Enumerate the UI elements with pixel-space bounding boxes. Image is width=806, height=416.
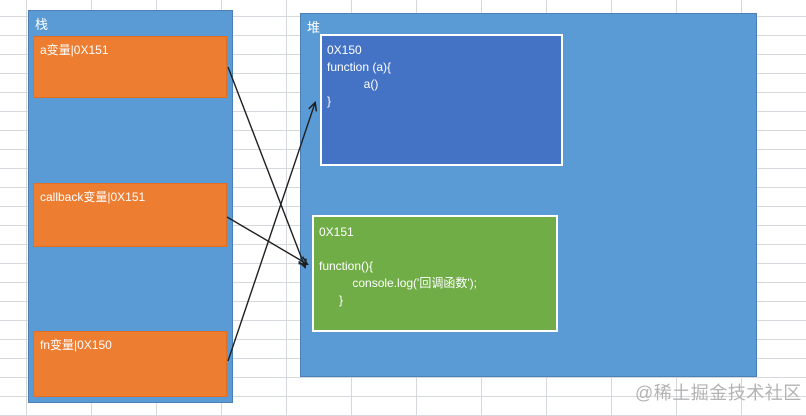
code-line: }	[327, 94, 332, 108]
stack-item-label: callback变量|0X151	[40, 190, 146, 204]
code-line: function (a){	[327, 60, 392, 74]
heap-object-0x150: 0X150 function (a){ a() }	[320, 34, 563, 166]
code-line-address: 0X151	[319, 225, 354, 239]
stack-title: 栈	[35, 17, 49, 32]
stack-item-label: a变量|0X151	[40, 43, 109, 57]
heap-title: 堆	[307, 20, 321, 35]
code-line: function(){	[319, 259, 374, 273]
code-line: }	[319, 293, 344, 307]
heap-container: 堆 0X150 function (a){ a() } 0X151 functi…	[300, 13, 757, 377]
stack-item-callback-variable: callback变量|0X151	[33, 183, 227, 247]
stack-item-fn-variable: fn变量|0X150	[33, 331, 227, 397]
code-line-address: 0X150	[327, 43, 362, 57]
heap-object-0x151: 0X151 function(){ console.log('回调函数'); }	[312, 215, 558, 332]
code-line: a()	[327, 77, 379, 91]
stack-container: 栈 a变量|0X151 callback变量|0X151 fn变量|0X150	[28, 10, 233, 403]
stack-item-a-variable: a变量|0X151	[33, 36, 227, 98]
code-line: console.log('回调函数');	[319, 276, 477, 290]
juejin-watermark: @稀土掘金技术社区	[635, 383, 802, 403]
code-line	[319, 241, 556, 258]
stack-item-label: fn变量|0X150	[40, 338, 112, 352]
